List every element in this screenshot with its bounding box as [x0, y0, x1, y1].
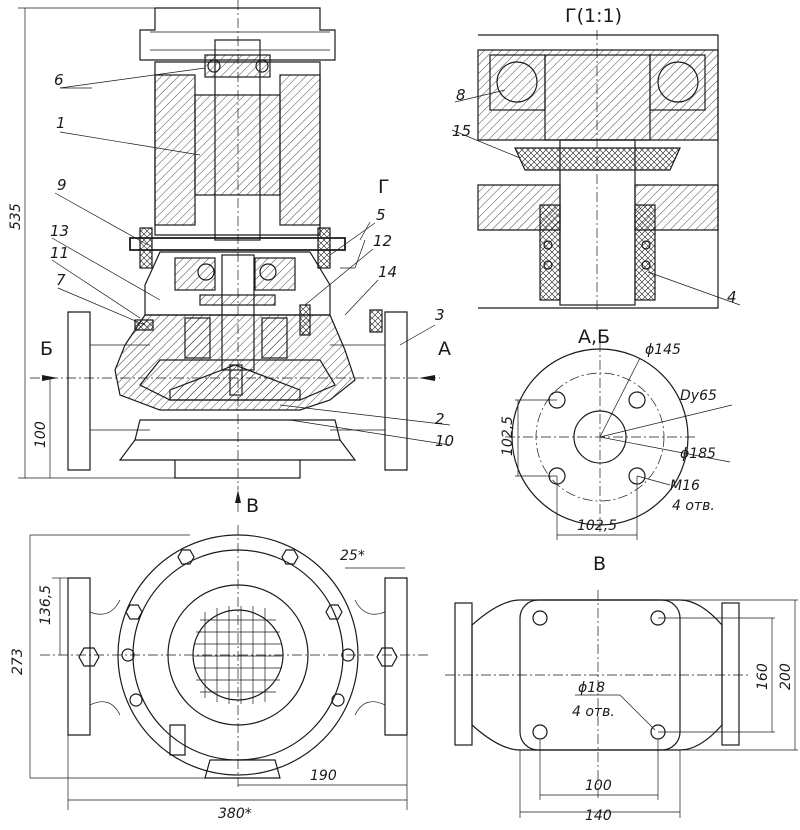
part-label-5: 5: [376, 206, 386, 224]
part-label-11: 11: [50, 244, 69, 262]
view-arrow-a-label: А: [438, 338, 451, 360]
detail-g-view: [451, 30, 741, 310]
dim-flange-hole-circle: ϕ145: [645, 342, 681, 358]
part-label-13: 13: [50, 222, 69, 240]
part-label-14: 14: [378, 263, 397, 281]
section-ab-title: А,Б: [578, 326, 610, 348]
part-label-15: 15: [452, 122, 471, 140]
part-label-8: 8: [456, 86, 466, 104]
dim-total-length: 380*: [218, 806, 252, 822]
dim-base-w2: 140: [585, 808, 612, 824]
part-label-1: 1: [56, 114, 66, 132]
view-v-title: В: [593, 553, 606, 575]
part-label-6: 6: [54, 71, 64, 89]
leader-lines: [51, 67, 451, 446]
top-view: [29, 525, 430, 810]
dim-flange-outer: ϕ185: [680, 446, 716, 462]
part-label-3: 3: [435, 306, 445, 324]
part-label-10: 10: [435, 432, 454, 450]
main-section-view: [30, 0, 440, 512]
dim-top-height: 273: [10, 648, 26, 675]
view-arrow-b-label: Б: [40, 338, 53, 360]
dim-base-h2: 200: [778, 663, 794, 690]
dim-flange-thread: M16: [670, 478, 700, 494]
dim-base-hole: ϕ18: [578, 680, 605, 696]
part-label-2: 2: [435, 410, 445, 428]
dim-flange-square-h: 102,5: [577, 518, 617, 534]
dim-base-h1: 160: [755, 663, 771, 690]
dim-base-w1: 100: [585, 778, 612, 794]
part-label-12: 12: [373, 232, 392, 250]
dim-flange-dy: Dy65: [680, 388, 717, 404]
base-view: [445, 590, 798, 818]
flange-view: [505, 342, 733, 540]
dim-base-holes: 4 отв.: [572, 704, 615, 720]
dim-top-half: 136,5: [38, 585, 54, 625]
detail-g-title: Г(1:1): [565, 5, 622, 27]
main-view-dimensions: [18, 7, 175, 479]
view-arrow-v-label: В: [246, 495, 259, 517]
dim-half-length: 190: [310, 768, 337, 784]
dim-flange-holes: 4 отв.: [672, 498, 715, 514]
part-label-9: 9: [57, 176, 67, 194]
dim-total-height: 535: [8, 203, 24, 230]
dim-flange-square-v: 102,5: [500, 416, 516, 456]
view-arrow-g-label: Г: [378, 176, 390, 198]
dim-angle: 25*: [340, 548, 365, 564]
part-label-7: 7: [56, 271, 66, 289]
dim-axis-height: 100: [33, 421, 49, 448]
part-label-4: 4: [727, 288, 737, 306]
